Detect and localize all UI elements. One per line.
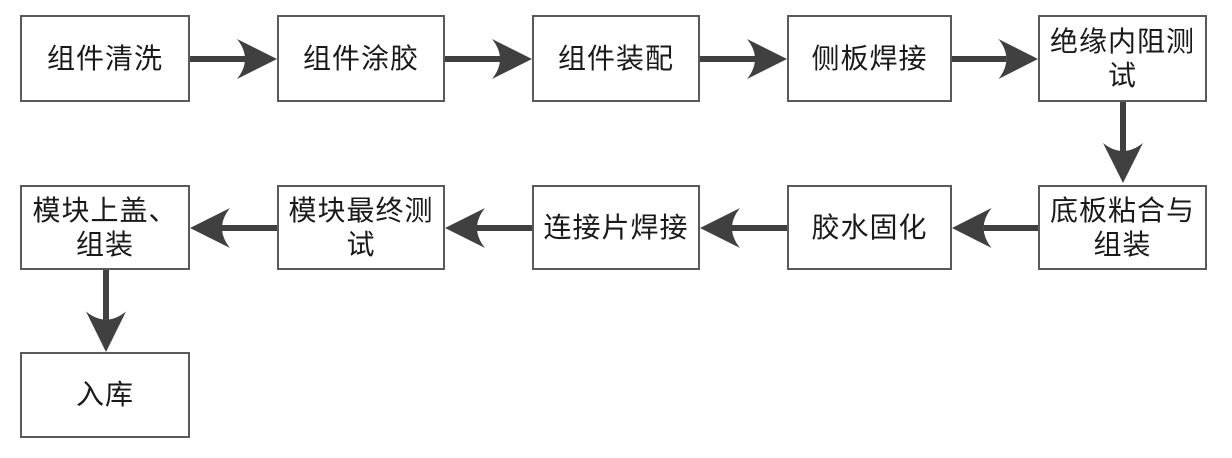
flow-arrow-right-icon	[700, 39, 787, 79]
node-insulation-resistance-test: 绝缘内阻测 试	[1038, 15, 1207, 102]
flow-arrow-right-icon	[190, 39, 277, 79]
flow-arrow-left-icon	[952, 208, 1038, 248]
node-component-assembly: 组件装配	[532, 15, 700, 102]
flow-arrow-down-icon	[1103, 102, 1143, 183]
node-label-insulation-resistance-test: 绝缘内阻测 试	[1049, 24, 1195, 92]
node-glue-curing: 胶水固化	[787, 185, 952, 270]
node-label-warehousing: 入库	[75, 378, 134, 411]
node-module-top-cover-assembly: 模块上盖、 组装	[20, 185, 190, 270]
node-label-module-top-cover-assembly: 模块上盖、 组装	[32, 193, 178, 261]
flow-arrow-right-icon	[952, 39, 1038, 79]
flow-arrow-left-icon	[445, 208, 532, 248]
flow-arrow-left-icon	[190, 208, 277, 248]
node-label-component-gluing: 组件涂胶	[302, 41, 419, 75]
node-label-component-cleaning: 组件清洗	[46, 41, 163, 75]
flow-arrow-down-icon	[86, 270, 126, 352]
node-label-connecting-piece-welding: 连接片焊接	[543, 210, 689, 244]
node-label-bottom-plate-bonding-assembly: 底板粘合与 组装	[1049, 193, 1195, 261]
node-warehousing: 入库	[20, 352, 190, 438]
node-label-side-plate-welding: 侧板焊接	[811, 41, 928, 75]
node-label-module-final-test: 模块最终测 试	[288, 193, 434, 261]
node-side-plate-welding: 侧板焊接	[787, 15, 952, 102]
node-component-cleaning: 组件清洗	[20, 15, 190, 102]
node-label-glue-curing: 胶水固化	[811, 210, 928, 244]
node-label-component-assembly: 组件装配	[557, 41, 674, 75]
node-module-final-test: 模块最终测 试	[277, 185, 445, 270]
node-component-gluing: 组件涂胶	[277, 15, 445, 102]
flow-arrow-left-icon	[700, 208, 787, 248]
node-connecting-piece-welding: 连接片焊接	[532, 185, 700, 270]
flow-arrow-right-icon	[445, 39, 532, 79]
node-bottom-plate-bonding-assembly: 底板粘合与 组装	[1038, 185, 1207, 270]
